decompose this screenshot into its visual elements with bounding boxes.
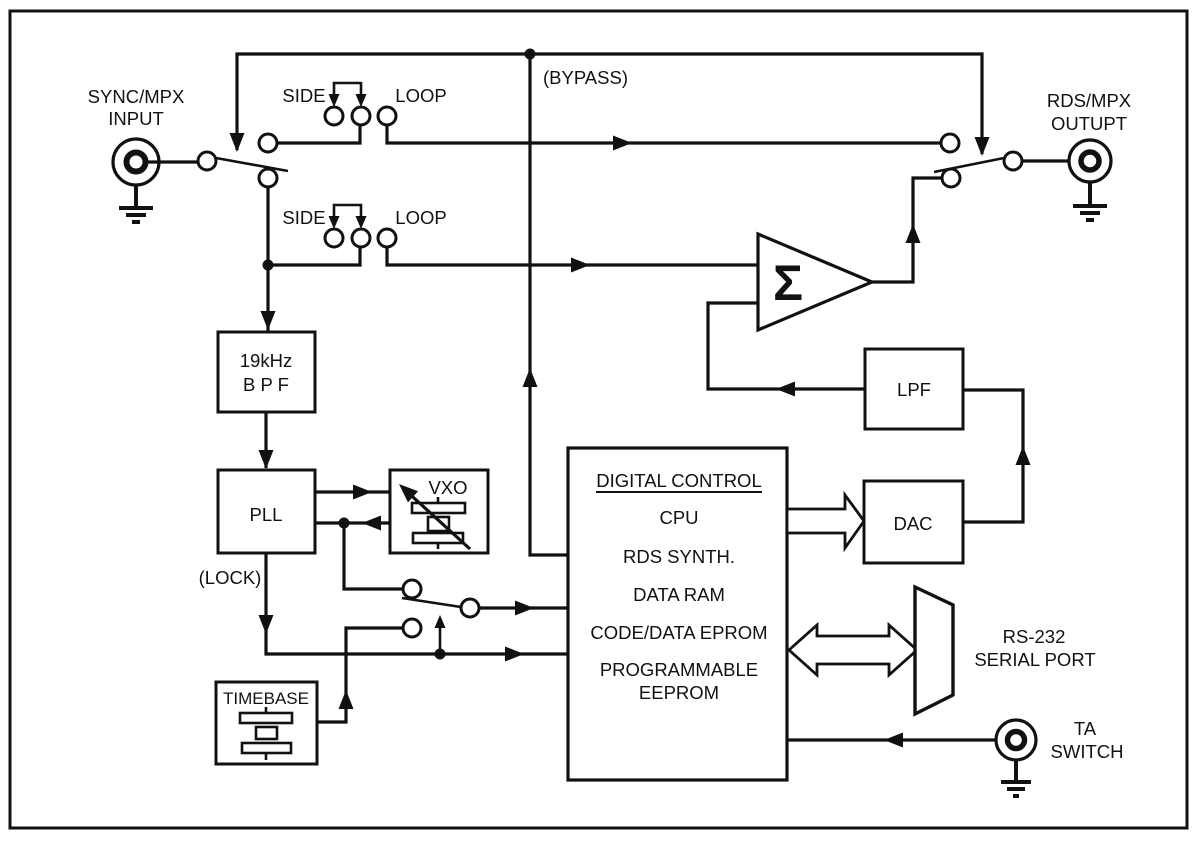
switch-output-lever — [933, 156, 1005, 174]
refswitch-pivot-contact — [459, 597, 481, 619]
ground-icon-output — [1073, 182, 1107, 222]
wire-row2-to-jumper — [268, 247, 362, 267]
bnc-connector-input-pin-icon — [123, 149, 149, 175]
digital-control-block — [566, 446, 789, 782]
wire-loop-line-top — [385, 125, 941, 145]
rds-mpx-output-label-line2: OUTUPT — [1051, 113, 1127, 134]
switch-input-pivot-contact — [196, 150, 218, 172]
digital-control-line-rds-synth: RDS SYNTH. — [623, 546, 735, 567]
switch-output-upper-contact — [939, 132, 961, 154]
ground-icon-ta — [1001, 760, 1031, 798]
jumper-bottom-cap — [332, 203, 363, 222]
crystal-icon-vxo — [410, 497, 467, 549]
ta-switch-label-line2: SWITCH — [1051, 741, 1124, 762]
rs232-label-line2: SERIAL PORT — [974, 649, 1095, 670]
dac-label: DAC — [893, 513, 932, 534]
digital-control-line-data-ram: DATA RAM — [633, 584, 725, 605]
rs232-label-line1: RS-232 — [1003, 626, 1066, 647]
pll-block — [216, 468, 317, 555]
vxo-label: VXO — [428, 477, 467, 498]
bpf-label-line1: 19kHz — [240, 350, 292, 371]
jumper-bottom-pin-loop — [376, 227, 398, 249]
jumper-bottom-pin-common — [350, 227, 372, 249]
bnc-connector-ta-pin-icon — [1004, 728, 1028, 752]
refswitch-upper-contact — [401, 578, 423, 600]
wire-timebase-to-refswitch — [317, 626, 403, 724]
refswitch-lower-contact — [401, 617, 423, 639]
jumper-bottom-pin-side — [323, 227, 345, 249]
jumper-bottom-loop-label: LOOP — [395, 207, 446, 228]
jumper-top-loop-label: LOOP — [395, 85, 446, 106]
summing-amp-sigma: Σ — [773, 255, 803, 311]
dac-block — [862, 479, 965, 565]
wire-vxo-to-refswitch — [342, 523, 403, 591]
ta-switch-label-line1: TA — [1074, 718, 1097, 739]
switch-output-lower-contact — [940, 167, 962, 189]
wire-lock-line — [264, 553, 568, 656]
lock-label: (LOCK) — [199, 567, 262, 588]
rs232-connector-icon — [913, 584, 955, 717]
wire-bypass-vertical — [528, 54, 568, 557]
summing-amp-triangle — [756, 231, 877, 333]
refswitch-lever — [401, 596, 462, 609]
digital-control-line-cpu: CPU — [659, 507, 698, 528]
crystal-icon-timebase — [238, 707, 294, 760]
bpf-label-line2: B P F — [243, 374, 289, 395]
bpf-block — [216, 330, 317, 414]
switch-output-pivot-contact — [1002, 150, 1024, 172]
wire-switch-to-jumper-top — [277, 125, 362, 145]
sync-mpx-input-label-line2: INPUT — [108, 108, 164, 129]
rds-mpx-output-label-line1: RDS/MPX — [1047, 90, 1131, 111]
lpf-label: LPF — [897, 379, 931, 400]
bypass-label: (BYPASS) — [543, 67, 628, 88]
ground-icon-input — [119, 185, 153, 224]
pll-label: PLL — [250, 504, 283, 525]
switch-input-lower-contact — [257, 167, 279, 189]
wire-bypass-rail — [235, 52, 984, 154]
digital-control-line-programmable: PROGRAMMABLE — [600, 659, 758, 680]
block-arrow-dc-to-dac — [785, 490, 866, 553]
jumper-top-pin-side — [323, 105, 345, 127]
sync-mpx-input-label-line1: SYNC/MPX — [88, 86, 185, 107]
digital-control-line-eeprom: EEPROM — [639, 682, 719, 703]
jumper-top-side-label: SIDE — [282, 85, 325, 106]
switch-input-upper-contact — [257, 132, 279, 154]
switch-input-lever — [215, 156, 289, 173]
jumper-top-pin-loop — [376, 105, 398, 127]
jumper-top-cap — [332, 81, 363, 100]
bnc-connector-output-pin-icon — [1078, 149, 1102, 173]
digital-control-line-eprom: CODE/DATA EPROM — [590, 622, 767, 643]
wire-loop-line-bottom — [385, 247, 758, 267]
jumper-bottom-side-label: SIDE — [282, 207, 325, 228]
digital-control-title: DIGITAL CONTROL — [596, 470, 762, 491]
vxo-block — [388, 468, 490, 555]
vxo-variable-arrow-line — [401, 486, 472, 551]
jumper-top-pin-common — [350, 105, 372, 127]
timebase-label: TIMEBASE — [223, 689, 309, 708]
